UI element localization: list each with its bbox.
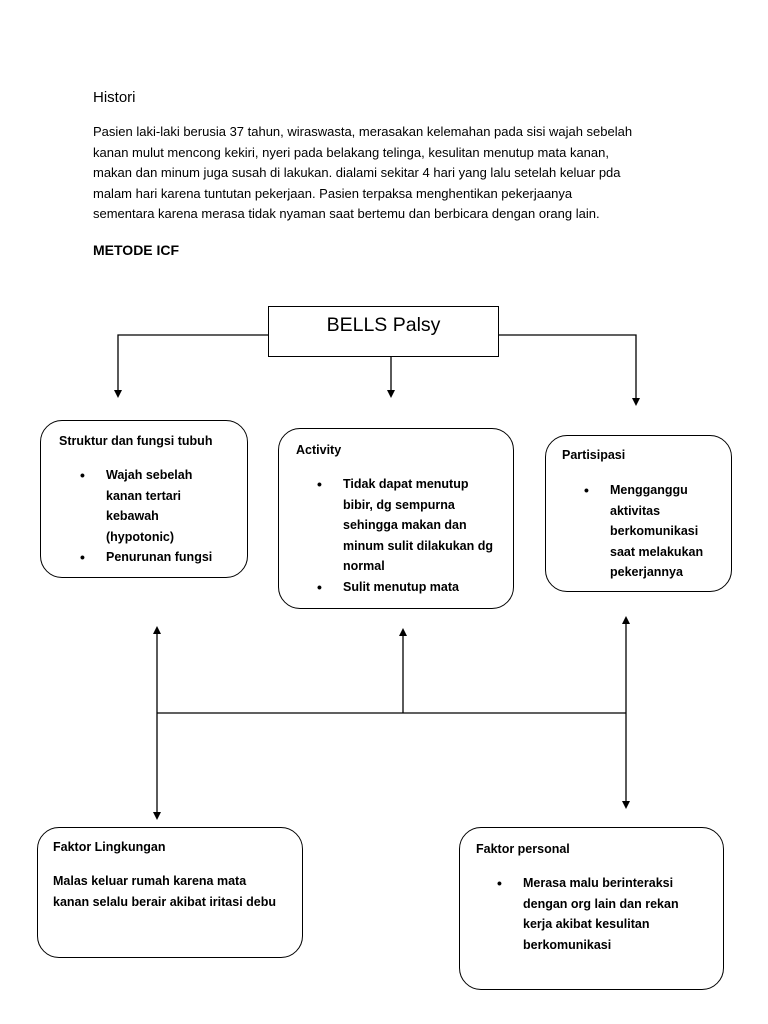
activity-box: Activity Tidak dapat menutup bibir, dg s… [278,428,514,609]
partisipasi-list: Mengganggu aktivitas berkomunikasi saat … [584,480,724,583]
struktur-list: Wajah sebelah kanan tertari kebawah (hyp… [80,465,230,568]
histori-line: kanan mulut mencong kekiri, nyeri pada b… [93,144,609,160]
histori-line: makan dan minum juga susah di lakukan. d… [93,165,621,181]
list-item: Tidak dapat menutup bibir, dg sempurna s… [317,474,495,577]
activity-title: Activity [296,443,342,457]
list-item: Wajah sebelah kanan tertari kebawah (hyp… [80,465,230,547]
histori-paragraph: Pasien laki-laki berusia 37 tahun, wiras… [93,122,713,225]
histori-title: Histori [93,89,136,106]
partisipasi-box: Partisipasi Mengganggu aktivitas berkomu… [545,435,732,592]
lingkungan-box: Faktor Lingkungan Malas keluar rumah kar… [37,827,303,958]
histori-line: malam hari karena tuntutan pekerjaan. Pa… [93,185,573,201]
histori-line: Pasien laki-laki berusia 37 tahun, wiras… [93,124,633,139]
list-item: Sulit menutup mata [317,577,495,598]
personal-title: Faktor personal [476,842,570,856]
struktur-box: Struktur dan fungsi tubuh Wajah sebelah … [40,420,248,578]
connector-main-left [114,334,268,398]
activity-list: Tidak dapat menutup bibir, dg sempurna s… [317,474,495,597]
list-item: Merasa malu berinteraksi dengan org lain… [497,873,702,955]
lingkungan-text: Malas keluar rumah karena mata kanan sel… [53,874,277,909]
lingkungan-title: Faktor Lingkungan [53,840,166,854]
personal-list: Merasa malu berinteraksi dengan org lain… [497,873,702,955]
personal-box: Faktor personal Merasa malu berinteraksi… [459,827,724,990]
list-item: Penurunan fungsi [80,547,230,568]
histori-line: sementara karena merasa tidak nyaman saa… [93,206,600,222]
partisipasi-title: Partisipasi [562,448,626,462]
struktur-title: Struktur dan fungsi tubuh [59,434,213,448]
metode-title: METODE ICF [93,242,180,258]
list-item: Mengganggu aktivitas berkomunikasi saat … [584,480,724,583]
main-box-label: BELLS Palsy [326,314,441,336]
connector-main-right [499,334,640,406]
main-box: BELLS Palsy [268,306,499,357]
